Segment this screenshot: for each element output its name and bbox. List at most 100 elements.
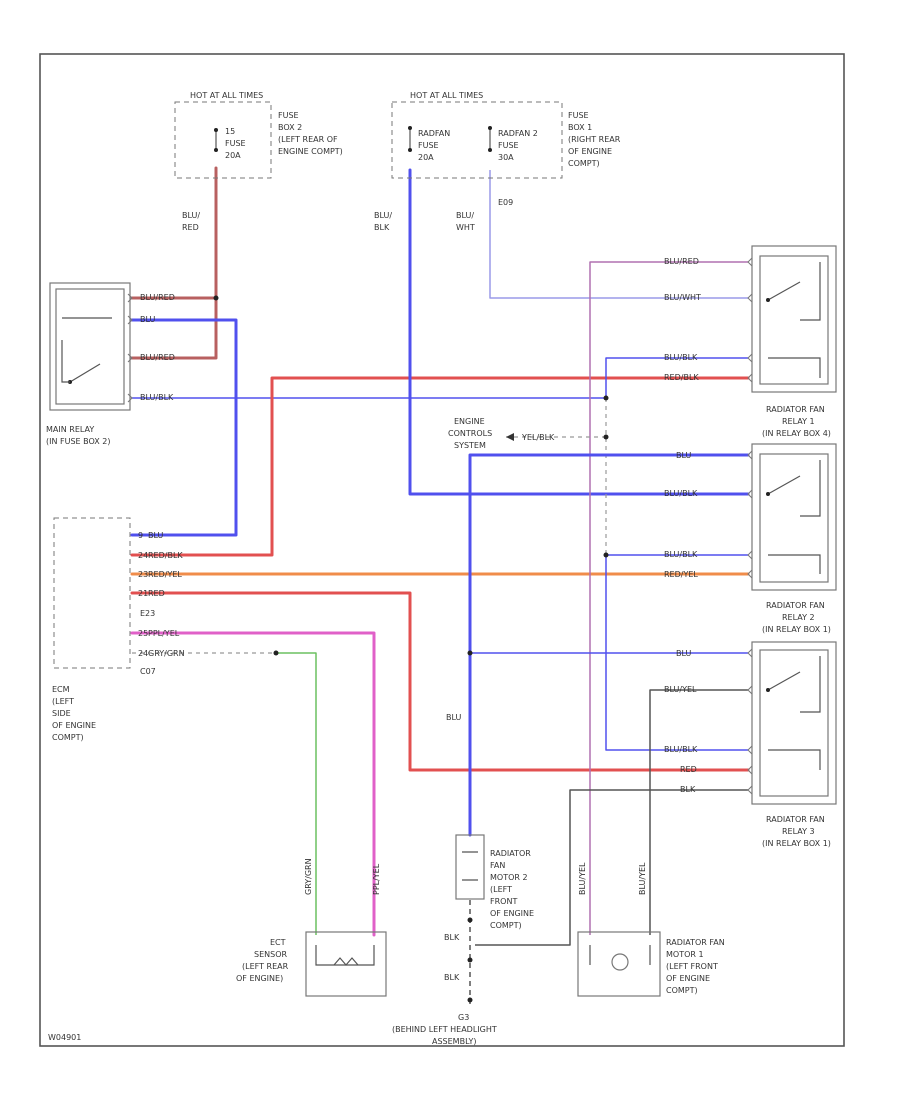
wire-label-blk-2: BLK	[444, 973, 460, 982]
radfan-fuse-label: FUSE	[418, 141, 439, 150]
ecm-pin-num-4: 21	[138, 589, 148, 598]
radiator-fan-relay-1: BLU/RED BLU/WHT BLU/BLK RED/BLK RADIATOR…	[664, 245, 837, 438]
motor2-l6: OF ENGINE	[490, 909, 534, 918]
wire-blu-blk-radfan-fuse	[408, 168, 750, 496]
ect-wire-2: PPL/YEL	[372, 863, 381, 895]
wire-blu-relay2-motor2	[468, 453, 750, 837]
ect-sensor: ECT SENSOR (LEFT REAR OF ENGINE) GRY/GRN…	[236, 858, 387, 997]
fuse-15-label: FUSE	[225, 139, 246, 148]
main-relay-pin3: BLU/RED	[140, 353, 175, 362]
engine-controls-system: ENGINE CONTROLS SYSTEM YEL/BLK	[448, 417, 555, 450]
radfan2-fuse-rating: 30A	[498, 153, 514, 162]
ecm-pin-num-3: 23	[138, 570, 148, 579]
ecm-title: ECM	[52, 685, 70, 694]
ect-l1: ECT	[270, 938, 286, 947]
motor1-l2: MOTOR 1	[666, 950, 704, 959]
wire-blu-red-main-relay	[130, 296, 218, 360]
motor1-wire-1: BLU/YEL	[578, 862, 587, 895]
ect-wire-1: GRY/GRN	[304, 858, 313, 895]
relay2-pin2: BLU/BLK	[664, 489, 698, 498]
wire-blk-relay3	[475, 789, 748, 946]
ecm-pin-num-2: 24	[138, 551, 148, 560]
radfan-fuse-rating: 20A	[418, 153, 434, 162]
fuse-box-2-l1: FUSE	[278, 111, 299, 120]
motor2-l7: COMPT)	[490, 921, 522, 930]
ecm-pin-4: RED	[148, 589, 165, 598]
fuse-box-1-l5: COMPT)	[568, 159, 600, 168]
main-relay-location: (IN FUSE BOX 2)	[46, 437, 111, 446]
ecm: 9 BLU 24 RED/BLK 23 RED/YEL 21 RED E23 2…	[52, 517, 185, 742]
engine-controls-l1: ENGINE	[454, 417, 485, 426]
motor2-l2: FAN	[490, 861, 505, 870]
ground-loc-1: (BEHIND LEFT HEADLIGHT	[392, 1025, 497, 1034]
relay2-pin3: BLU/BLK	[664, 550, 698, 559]
wire-label-blk-1: BLK	[444, 933, 460, 942]
radiator-fan-relay-3: BLU BLU/YEL BLU/BLK RED BLK RADIATOR FAN…	[664, 641, 837, 848]
ecm-pin-num-1: 9	[138, 531, 143, 540]
wire-label-blu-wht-2: WHT	[456, 223, 475, 232]
diagram-frame	[39, 53, 845, 1047]
relay1-number: RELAY 1	[782, 417, 815, 426]
relay1-pin4: RED/BLK	[664, 373, 699, 382]
wire-blu-yel-relay3-motor1	[649, 689, 748, 935]
ecm-pin-2: RED/BLK	[148, 551, 183, 560]
relay3-pin5: BLK	[680, 785, 696, 794]
engine-controls-l2: CONTROLS	[448, 429, 492, 438]
relay2-number: RELAY 2	[782, 613, 815, 622]
fuse-15-num: 15	[225, 127, 235, 136]
fuse-box-2: HOT AT ALL TIMES 15 FUSE 20A FUSE BOX 2 …	[174, 91, 343, 179]
ecm-connector-1: E23	[140, 609, 155, 618]
splice-points	[213, 295, 609, 1003]
relay3-pin3: BLU/BLK	[664, 745, 698, 754]
motor2-l3: MOTOR 2	[490, 873, 528, 882]
relay1-location: (IN RELAY BOX 4)	[762, 429, 831, 438]
relay2-title: RADIATOR FAN	[766, 601, 825, 610]
fuse-box-1-l2: BOX 1	[568, 123, 592, 132]
ground-g3: G3 (BEHIND LEFT HEADLIGHT ASSEMBLY)	[392, 1013, 497, 1046]
wire-label-blu-red-2: RED	[182, 223, 199, 232]
wire-label-blu-red-1: BLU/	[182, 211, 200, 220]
ecm-pin-3: RED/YEL	[148, 570, 182, 579]
relay1-pin2: BLU/WHT	[664, 293, 701, 302]
motor1-l5: COMPT)	[666, 986, 698, 995]
motor2-l5: FRONT	[490, 897, 517, 906]
radiator-fan-motor-2: RADIATOR FAN MOTOR 2 (LEFT FRONT OF ENGI…	[455, 834, 534, 930]
relay1-pin3: BLU/BLK	[664, 353, 698, 362]
wire-blu-wht-radfan2-fuse	[489, 170, 748, 299]
fuse-box-2-l2: BOX 2	[278, 123, 302, 132]
relay3-pin2: BLU/YEL	[664, 685, 697, 694]
ecm-loc-2: SIDE	[52, 709, 71, 718]
ect-l3: (LEFT REAR	[242, 962, 289, 971]
fuse-box-1-l4: OF ENGINE	[568, 147, 612, 156]
fuse-15-rating: 20A	[225, 151, 241, 160]
motor1-l4: OF ENGINE	[666, 974, 710, 983]
main-relay-title: MAIN RELAY	[46, 425, 94, 434]
fuse-box-1-l3: (RIGHT REAR	[568, 135, 621, 144]
motor1-wire-2: BLU/YEL	[638, 862, 647, 895]
relay3-title: RADIATOR FAN	[766, 815, 825, 824]
engine-controls-wire: YEL/BLK	[521, 433, 555, 442]
wire-red-ecm-relay3	[130, 591, 750, 772]
diagram-code: W04901	[48, 1033, 81, 1042]
ecm-pin-5: PPL/YEL	[148, 629, 180, 638]
relay3-pin1: BLU	[676, 649, 692, 658]
radfan-fuse-name: RADFAN	[418, 129, 450, 138]
wire-red-blk-ecm-relay1	[130, 376, 750, 557]
main-relay: BLU/RED BLU BLU/RED BLU/BLK MAIN RELAY (…	[46, 282, 175, 446]
fuse-box-1-l1: FUSE	[568, 111, 589, 120]
ect-l2: SENSOR	[254, 950, 287, 959]
ground-loc-2: ASSEMBLY)	[432, 1037, 476, 1046]
wire-label-blu: BLU	[446, 713, 462, 722]
ecm-loc-1: (LEFT	[52, 697, 74, 706]
relay1-pin1: BLU/RED	[664, 257, 699, 266]
wire-blu-main-to-ecm	[130, 318, 238, 537]
relay3-pin4: RED	[680, 765, 697, 774]
motor1-l3: (LEFT FRONT	[666, 962, 718, 971]
radiator-fan-relay-2: BLU BLU/BLK BLU/BLK RED/YEL RADIATOR FAN…	[664, 443, 837, 634]
hot-at-all-times-left: HOT AT ALL TIMES	[190, 91, 263, 100]
relay2-pin4: RED/YEL	[664, 570, 698, 579]
hot-at-all-times-right: HOT AT ALL TIMES	[410, 91, 483, 100]
connector-e09: E09	[498, 198, 513, 207]
wire-label-blu-blk-2: BLK	[374, 223, 390, 232]
